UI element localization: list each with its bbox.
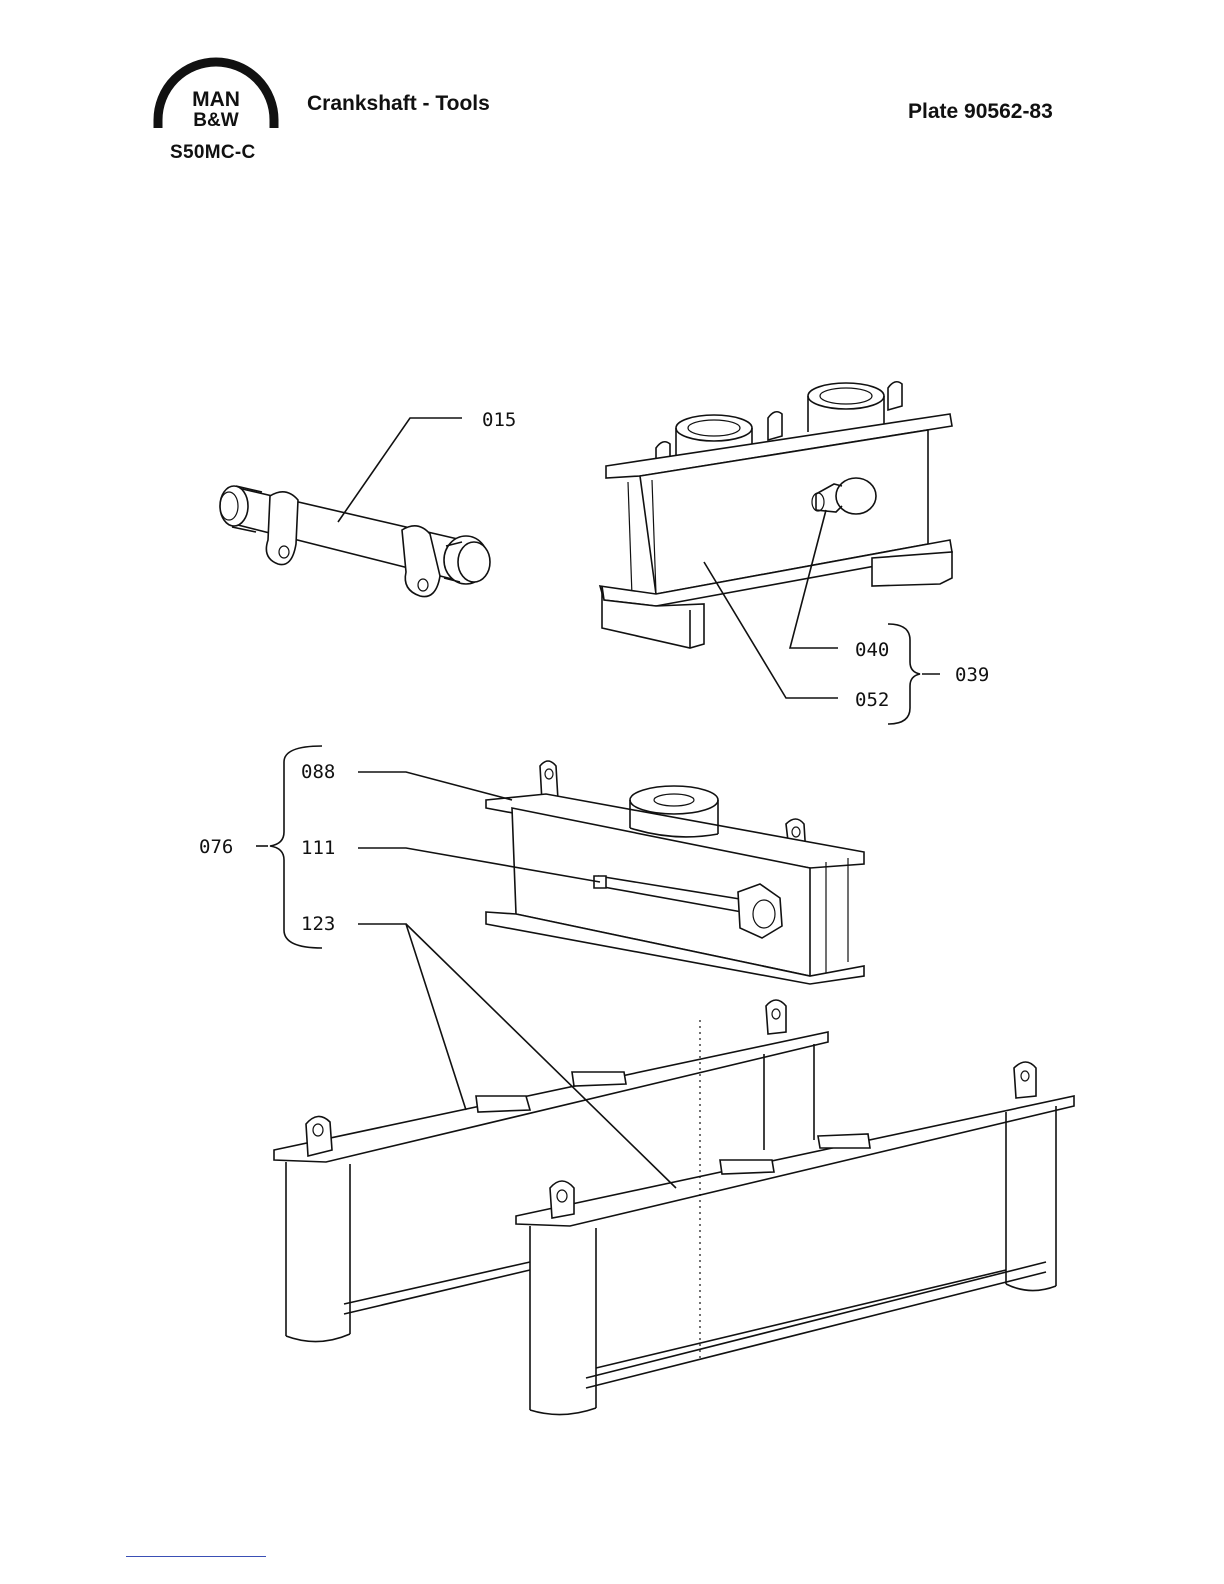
label-015: 015 (482, 409, 516, 431)
label-052: 052 (855, 689, 889, 711)
beam-assembly-039 (600, 382, 952, 648)
label-111: 111 (301, 837, 335, 859)
label-040: 040 (855, 639, 889, 661)
footer-rule (126, 1556, 266, 1557)
label-039: 039 (955, 664, 989, 686)
tube-015 (220, 486, 490, 597)
label-076: 076 (199, 836, 233, 858)
label-123: 123 (301, 913, 335, 935)
label-088: 088 (301, 761, 335, 783)
